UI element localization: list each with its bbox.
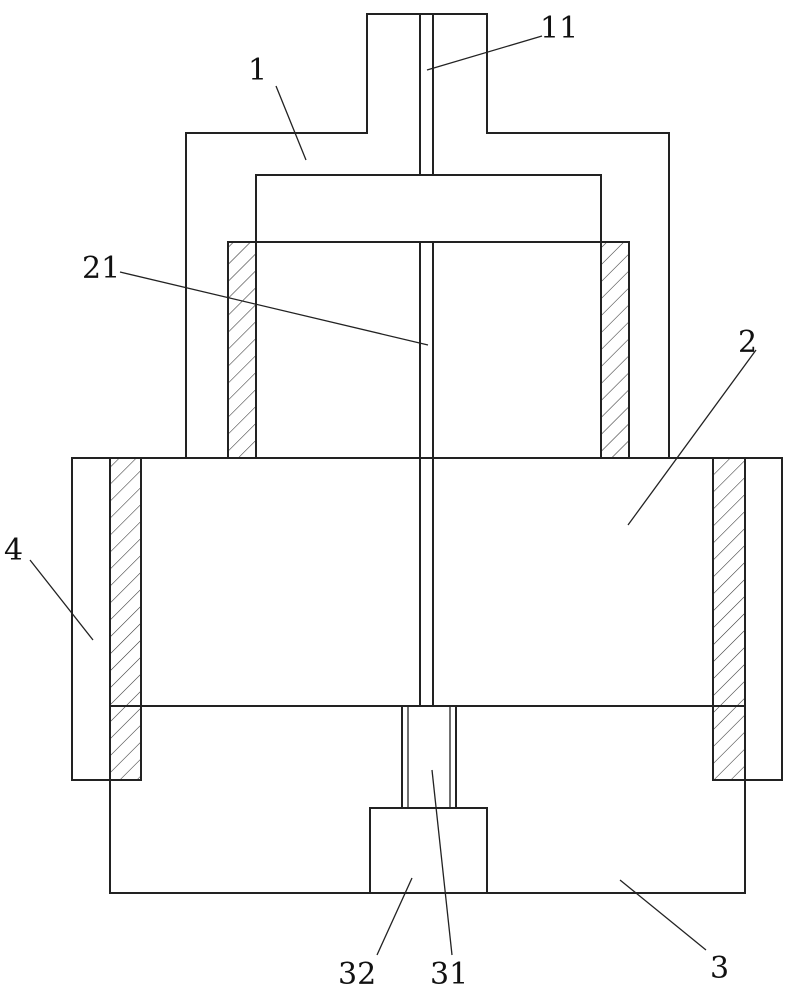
label-32: 32 [338, 957, 376, 992]
label-31: 31 [430, 957, 468, 992]
label-2: 2 [738, 325, 757, 360]
channel-31 [401, 705, 457, 809]
upper-cavity [255, 174, 602, 243]
seal-bands [109, 241, 746, 781]
label-21: 21 [82, 251, 120, 286]
channel-21 [419, 241, 434, 707]
cavity-32 [369, 807, 488, 894]
leader-lines [29, 35, 757, 956]
part-3-base [109, 705, 746, 894]
label-11: 11 [540, 11, 578, 46]
label-3: 3 [710, 951, 729, 986]
part-4-sleeve [71, 457, 783, 781]
channel-11 [419, 13, 434, 176]
label-4: 4 [4, 533, 23, 568]
label-1: 1 [248, 53, 267, 88]
